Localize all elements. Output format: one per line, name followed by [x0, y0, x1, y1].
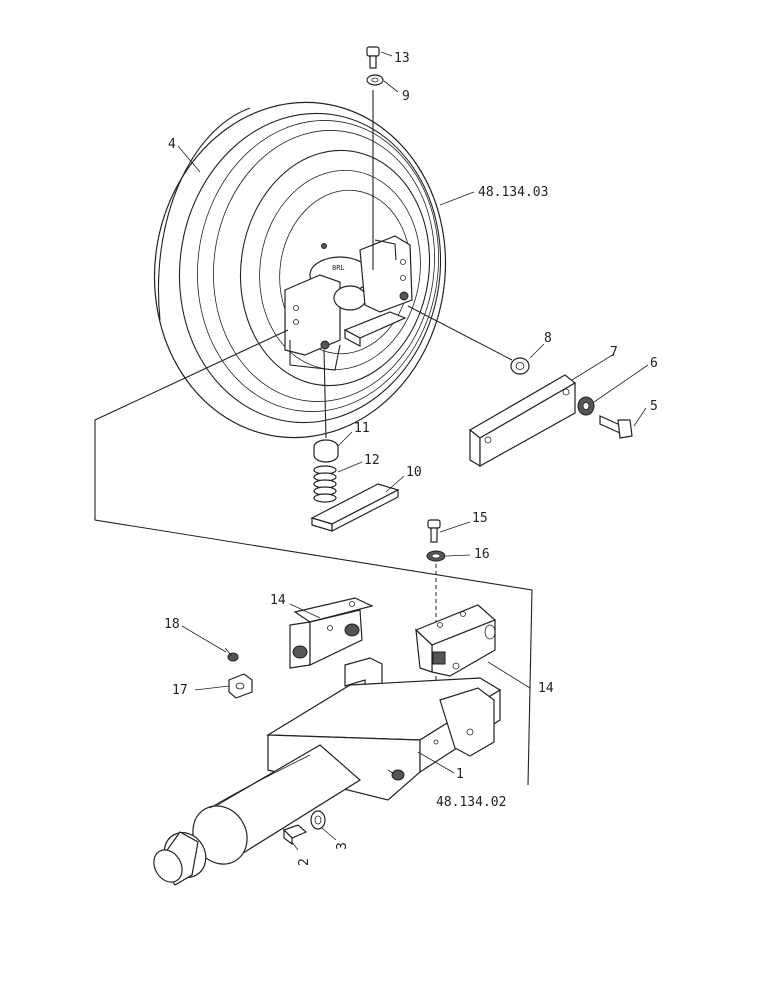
idler-wheel [153, 101, 447, 439]
callout-5: 5 [650, 399, 658, 414]
plate-7 [468, 374, 577, 468]
callout-14-left: 14 [270, 593, 286, 608]
bracket-14-left [289, 597, 374, 669]
callout-12: 12 [364, 453, 380, 468]
callout-4: 4 [168, 137, 176, 152]
callout-17: 17 [172, 683, 188, 698]
wear-pad-10 [310, 483, 400, 532]
svg-text:8RL: 8RL [332, 264, 345, 272]
callout-labels: 13 9 4 48.134.03 8 7 6 5 11 12 10 15 16 … [164, 51, 658, 866]
nut-17 [228, 673, 253, 699]
washer-3 [310, 810, 326, 830]
bolt-5 [599, 415, 633, 439]
callout-14-right: 14 [538, 681, 554, 696]
bolt-2 [282, 824, 308, 846]
callout-2: 2 [297, 858, 312, 866]
assembly-bracket-line [94, 329, 533, 786]
callout-6: 6 [650, 356, 658, 371]
yoke-frame-1 [265, 657, 502, 801]
screw-18 [224, 647, 239, 662]
piston-rod [153, 744, 362, 886]
washer-9 [366, 74, 384, 86]
bracket-14-right [414, 604, 497, 677]
cap-11 [313, 439, 339, 463]
bolt-13 [366, 46, 380, 69]
callout-10: 10 [406, 465, 422, 480]
callout-11: 11 [354, 421, 370, 436]
bolt-15 [427, 519, 441, 543]
leader-lines [177, 51, 649, 851]
callout-15: 15 [472, 511, 488, 526]
washer-16 [426, 550, 446, 562]
callout-8: 8 [544, 331, 552, 346]
callout-16: 16 [474, 547, 490, 562]
washer-8 [510, 357, 530, 375]
callout-7: 7 [610, 345, 618, 360]
callout-13: 13 [394, 51, 410, 66]
callout-3: 3 [335, 842, 350, 850]
spring-12 [313, 465, 337, 503]
callout-ref-48-134-02: 48.134.02 [436, 795, 506, 810]
callout-18: 18 [164, 617, 180, 632]
washer-6 [577, 396, 595, 416]
callout-1: 1 [456, 767, 464, 782]
callout-9: 9 [402, 89, 410, 104]
callout-ref-48-134-03: 48.134.03 [478, 185, 548, 200]
